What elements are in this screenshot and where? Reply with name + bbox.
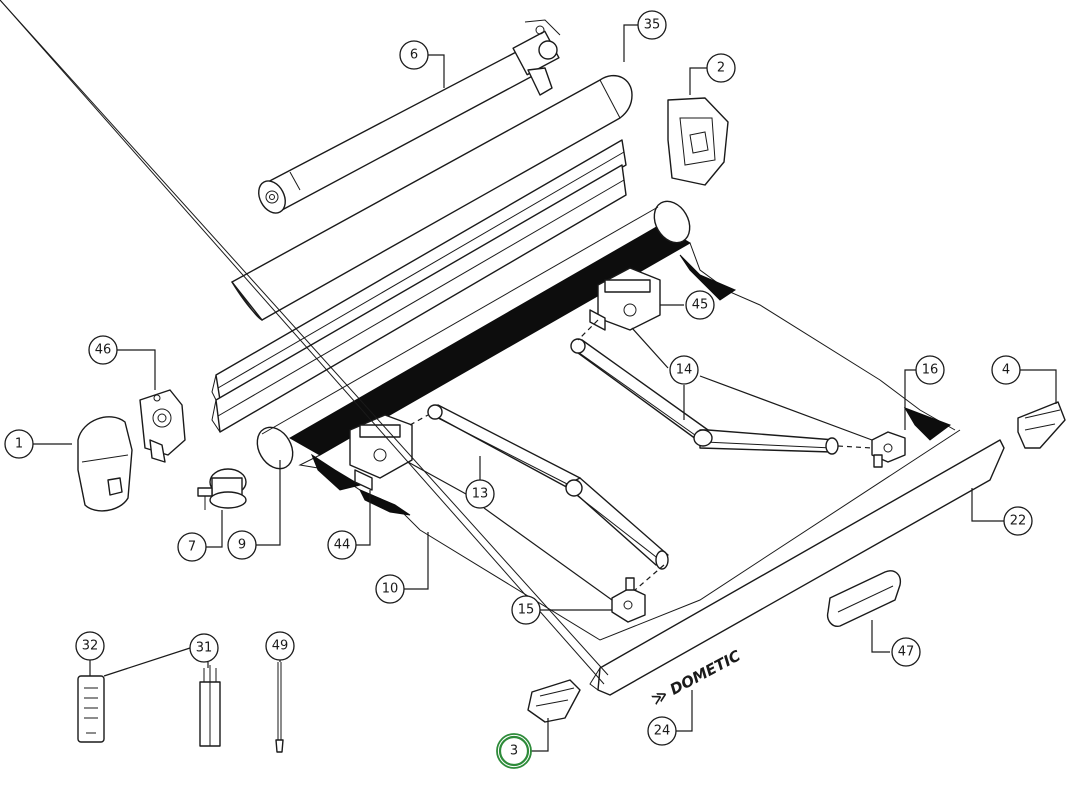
front-profile-bar [0,0,1005,696]
svg-text:44: 44 [334,538,351,553]
callout-31: 31 [189,633,219,663]
remote-control [77,675,105,743]
svg-text:15: 15 [518,603,535,618]
callout-49: 49 [265,631,295,661]
svg-text:24: 24 [654,724,671,739]
end-cap-left [77,416,133,512]
led-light-bar [826,570,902,627]
callout-47: 47 [891,637,921,667]
folding-arm-left [427,404,669,570]
leader-lines [33,24,1057,752]
motor-head [512,19,561,96]
motor-tube [258,19,561,214]
callout-9: 9 [227,530,257,560]
svg-text:6: 6 [410,48,418,63]
callout-46: 46 [88,335,118,365]
arm-shoulder-44 [349,414,413,491]
svg-text:7: 7 [188,540,196,555]
svg-text:45: 45 [692,298,709,313]
callout-7: 7 [177,532,207,562]
svg-text:2: 2 [717,61,725,76]
callout-13: 13 [465,479,495,509]
end-cap-right [667,97,729,186]
roller-tube [256,200,691,470]
crank-handle [275,662,284,753]
callout-45: 45 [685,290,715,320]
callout-16: 16 [915,355,945,385]
cassette-cover [231,75,633,321]
callout-1: 1 [4,429,34,459]
svg-text:13: 13 [472,487,489,502]
arm-shoulder-45 [589,267,661,331]
callout-2: 2 [706,53,736,83]
callout-22: 22 [1003,506,1033,536]
callout-24: 24 [647,716,677,746]
callout-15: 15 [511,595,541,625]
svg-text:4: 4 [1002,363,1010,378]
callout-3: 3 [496,733,532,769]
fabric-canopy [288,224,961,641]
end-bracket [139,389,186,463]
callout-32: 32 [75,631,105,661]
svg-text:49: 49 [272,639,289,654]
receiver-module [199,665,221,747]
svg-text:22: 22 [1010,514,1027,529]
end-plug [197,468,247,510]
svg-text:14: 14 [676,363,693,378]
svg-text:16: 16 [922,363,939,378]
front-bracket-15 [611,577,646,623]
rear-profile-rail [211,139,627,433]
callout-35: 35 [637,10,667,40]
front-end-cap-left [527,679,581,723]
svg-text:32: 32 [82,639,99,654]
callout-10: 10 [375,574,405,604]
svg-text:1: 1 [15,437,23,452]
svg-text:35: 35 [644,18,661,33]
svg-text:47: 47 [898,645,915,660]
front-bracket-16 [871,431,906,468]
svg-text:31: 31 [196,641,213,656]
svg-text:9: 9 [238,538,246,553]
folding-arm-right [570,338,839,455]
callout-44: 44 [327,530,357,560]
callout-4: 4 [991,355,1021,385]
svg-text:3: 3 [510,744,518,759]
callout-14: 14 [669,355,699,385]
svg-text:46: 46 [95,343,112,358]
front-end-cap-right [1017,401,1066,449]
svg-text:10: 10 [382,582,399,597]
assembly-dashes [409,319,873,591]
callout-6: 6 [399,40,429,70]
